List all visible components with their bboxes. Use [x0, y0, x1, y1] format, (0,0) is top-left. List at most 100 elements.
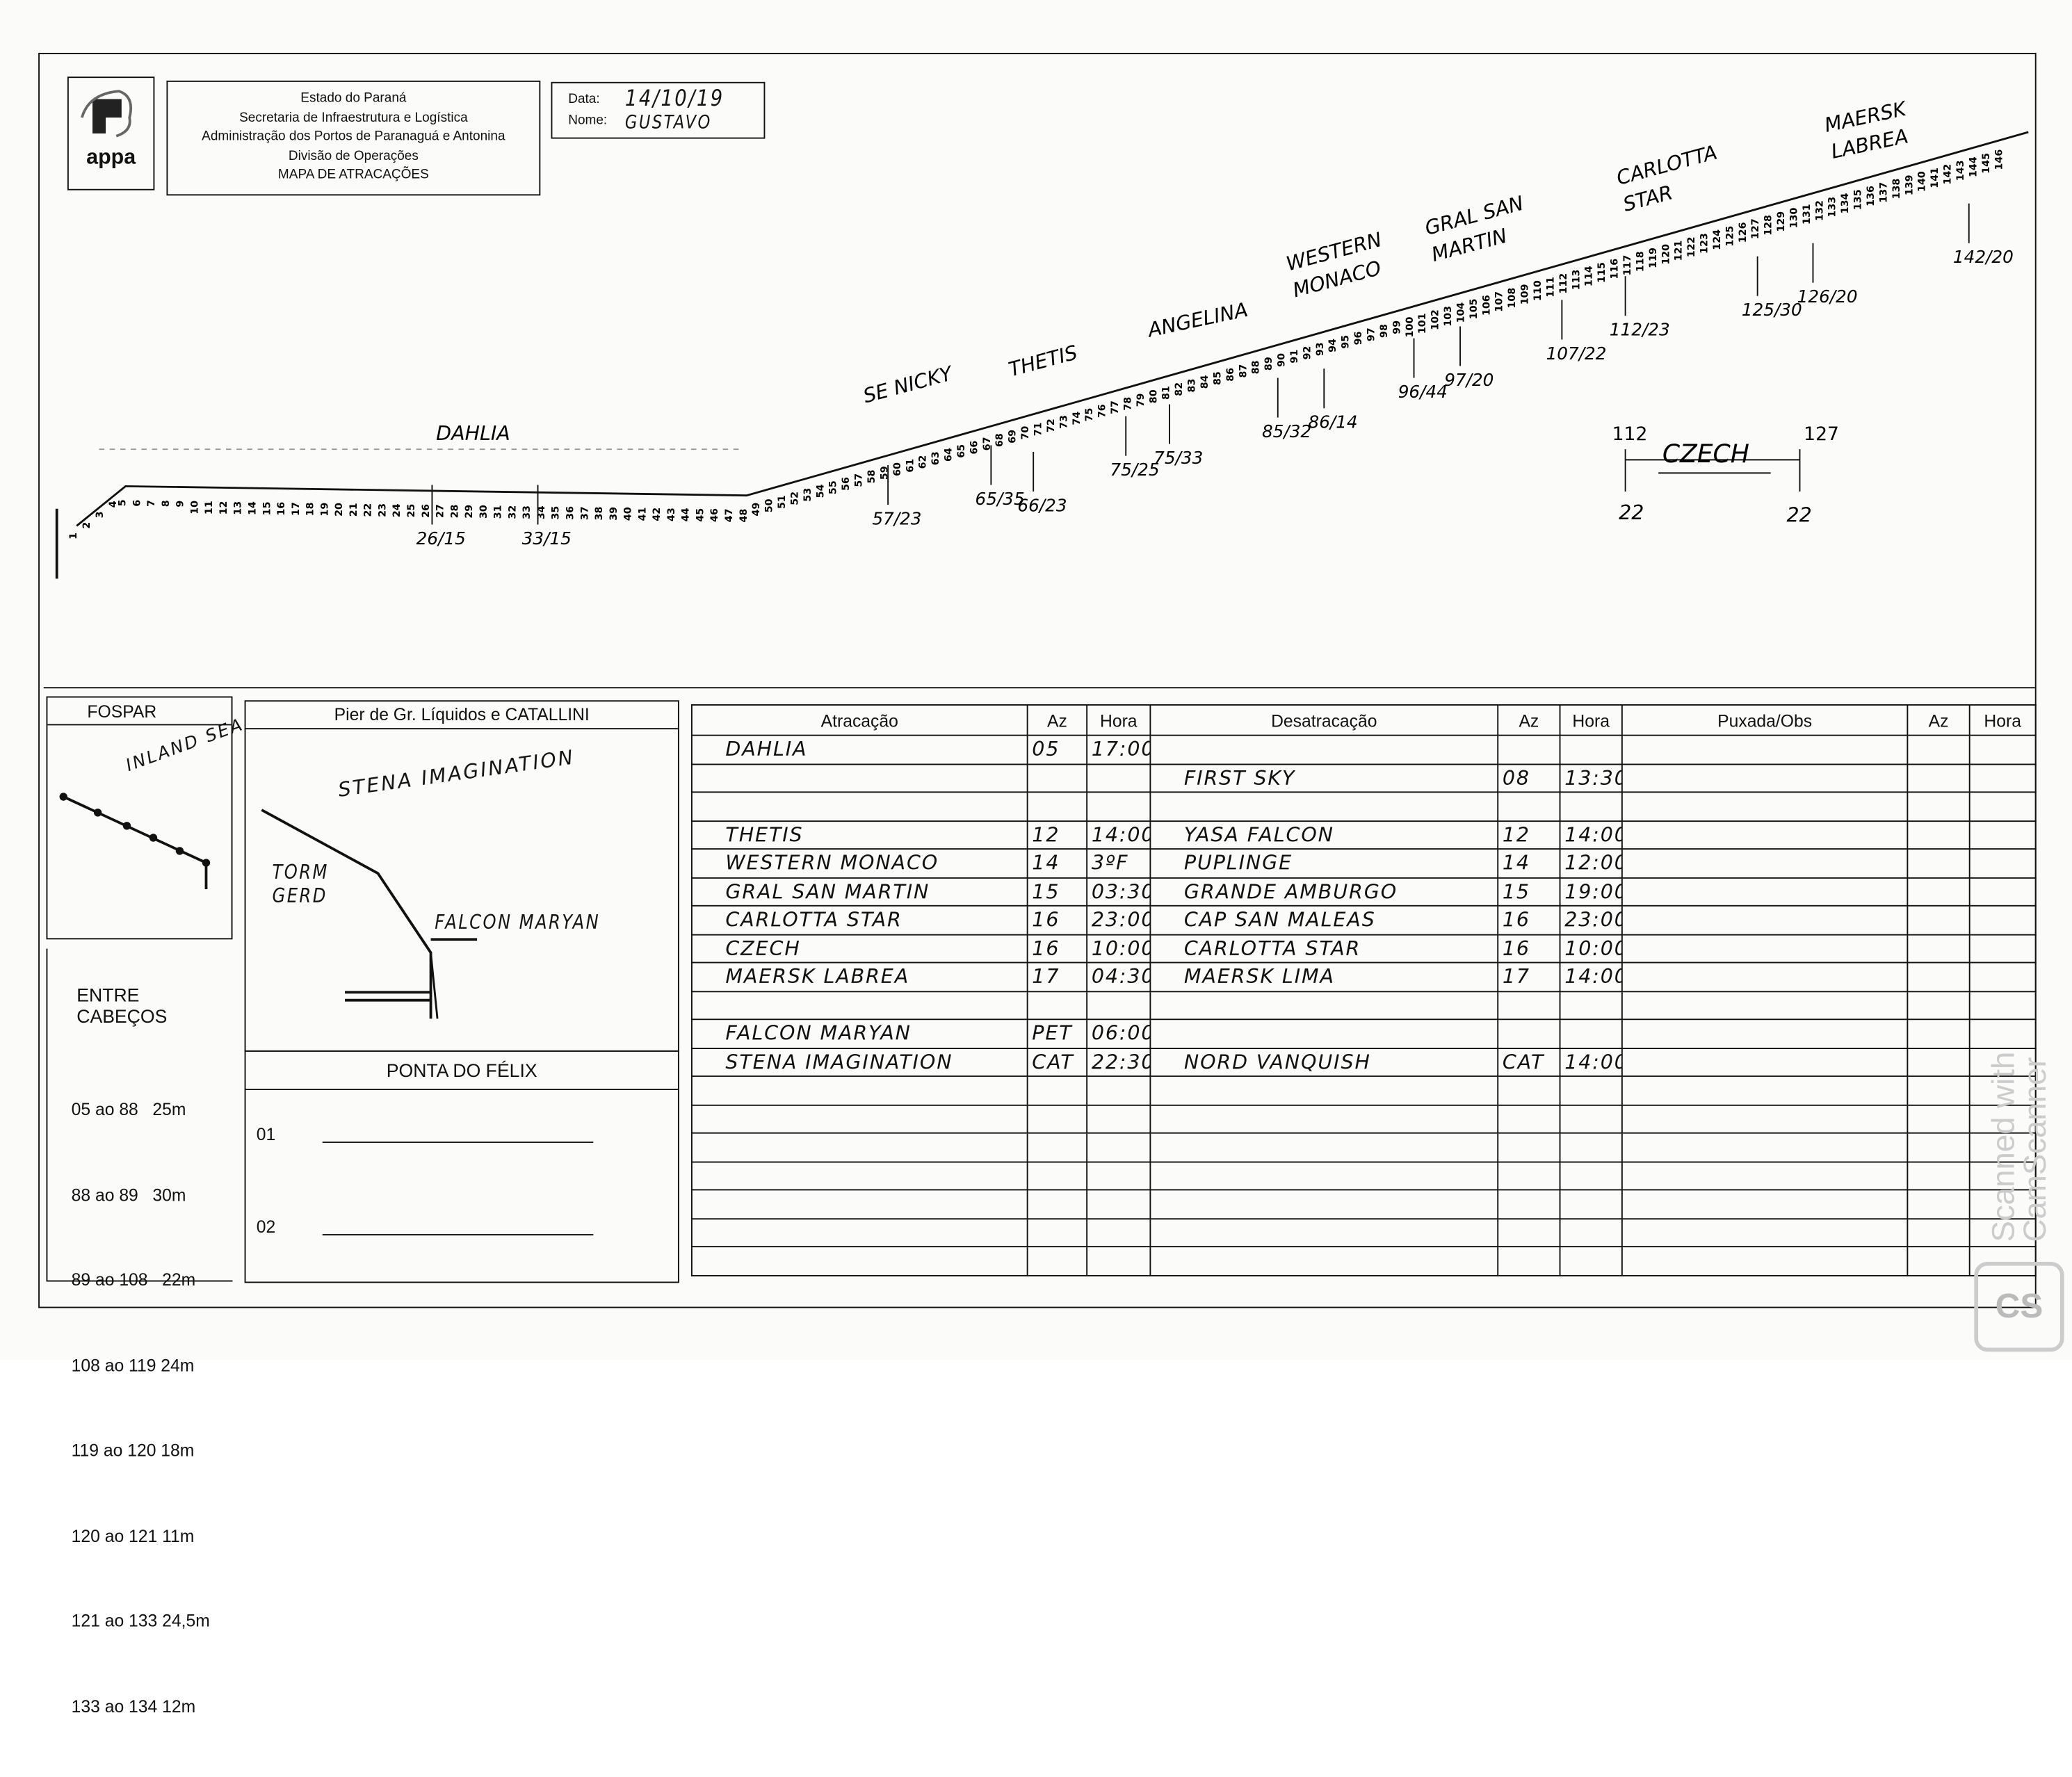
table-cell: 05 [1026, 734, 1088, 765]
berth-number: 118 [1635, 251, 1646, 272]
position-mark: 96/44 [1398, 382, 1448, 402]
table-cell [1497, 1132, 1561, 1162]
table-cell [1026, 791, 1088, 822]
berth-number: 89 [1263, 357, 1274, 371]
czech-depth: 22 [1619, 501, 1644, 524]
table-cell [1086, 1217, 1151, 1248]
berth-number: 31 [493, 505, 504, 519]
table-cell: CZECH [690, 933, 1028, 964]
berth-number: 45 [695, 508, 706, 522]
berth-number: 112 [1558, 273, 1569, 294]
berth-number: 36 [565, 506, 576, 520]
table-cell [1497, 1189, 1561, 1219]
berth-number: 22 [363, 503, 374, 517]
berth-number: 26 [421, 504, 432, 518]
table-cell [1968, 791, 2037, 822]
table-cell [1907, 1047, 1970, 1077]
berth-number: 83 [1187, 379, 1198, 393]
berth-number: 91 [1289, 350, 1300, 364]
table-cell [690, 1103, 1028, 1134]
berth-number: 37 [579, 506, 590, 520]
berth-number: 101 [1417, 313, 1428, 334]
berth-number: 66 [969, 441, 980, 455]
table-cell [690, 1160, 1028, 1191]
position-mark: 86/14 [1308, 412, 1357, 432]
ponta-berth-label: 02 [256, 1217, 276, 1237]
berth-number: 122 [1686, 236, 1697, 257]
table-cell [1086, 990, 1151, 1021]
berth-number: 121 [1674, 241, 1685, 261]
berth-number: 6 [131, 500, 143, 507]
date-name-box: Data: 14/10/19 Nome: GUSTAVO [551, 81, 766, 139]
czech-label: CZECH [1662, 439, 1749, 469]
berth-number: 2 [81, 522, 92, 529]
berth-number: 38 [594, 507, 605, 521]
depth-row: 88 ao 89 30m [71, 1184, 186, 1205]
table-cell [1149, 791, 1499, 822]
table-cell [1086, 791, 1151, 822]
berth-number: 117 [1622, 255, 1633, 276]
position-mark: 33/15 [522, 528, 572, 549]
pier-ship-torm: TORM GERD [272, 860, 329, 908]
table-row [690, 1246, 2037, 1276]
table-cell [1907, 1103, 1970, 1134]
ponta-do-felix-panel: PONTA DO FÉLIX 01 02 [244, 1050, 679, 1283]
berth-number: 105 [1468, 298, 1480, 319]
date-label: Data: [568, 92, 600, 107]
table-cell [1621, 1160, 1909, 1191]
table-cell [1559, 1132, 1623, 1162]
berth-number: 74 [1071, 412, 1083, 425]
table-cell [1149, 1132, 1499, 1162]
berth-number: 97 [1366, 327, 1377, 341]
entre-cabecos-title: ENTRE CABEÇOS [76, 984, 168, 1027]
berth-number: 56 [841, 477, 852, 491]
table-cell: WESTERN MONACO [690, 848, 1028, 878]
berth-number: 131 [1802, 204, 1813, 225]
berth-number: 61 [905, 459, 916, 473]
table-cell [1086, 1132, 1151, 1162]
table-cell [1559, 1246, 1623, 1276]
berth-number: 114 [1584, 266, 1595, 286]
berth-number: 47 [724, 508, 735, 522]
berth-number: 49 [751, 503, 762, 517]
table-cell: 14 [1497, 848, 1561, 878]
table-cell [1907, 1132, 1970, 1162]
berth-number: 33 [521, 505, 533, 519]
table-cell: FIRST SKY [1149, 763, 1499, 793]
ponta-berth-02-line [322, 1234, 594, 1235]
logo-text: appa [86, 146, 136, 170]
table-cell [1559, 1103, 1623, 1134]
table-cell [1907, 990, 1970, 1021]
table-cell [1907, 1019, 1970, 1049]
table-cell: MAERSK LIMA [1149, 961, 1499, 992]
table-cell: PUPLINGE [1149, 848, 1499, 878]
table-cell [1621, 1189, 1909, 1219]
table-cell [1149, 734, 1499, 765]
table-cell [1621, 734, 1909, 765]
table-cell [1026, 990, 1088, 1021]
berth-number: 128 [1763, 215, 1774, 236]
table-cell: 12 [1497, 820, 1561, 850]
camscanner-watermark: Scanned with CamScanner [1986, 1051, 2054, 1242]
berth-number: 108 [1507, 288, 1518, 309]
berth-number: 50 [764, 498, 775, 512]
berth-number: 7 [146, 500, 157, 507]
berth-number: 100 [1405, 317, 1416, 338]
position-mark: 126/20 [1797, 286, 1858, 307]
table-row [690, 1217, 2037, 1248]
position-mark: 142/20 [1953, 247, 2014, 267]
berth-number: 146 [1993, 149, 2005, 170]
table-cell [1621, 1103, 1909, 1134]
table-cell: CAT [1497, 1047, 1561, 1077]
berth-number: 39 [608, 507, 620, 521]
berth-number: 124 [1712, 229, 1723, 250]
table-cell [1621, 1217, 1909, 1248]
table-cell: 12 [1026, 820, 1088, 850]
berth-number: 53 [802, 488, 814, 502]
berth-number: 57 [854, 473, 865, 487]
ship-label: ANGELINA [1144, 298, 1250, 342]
